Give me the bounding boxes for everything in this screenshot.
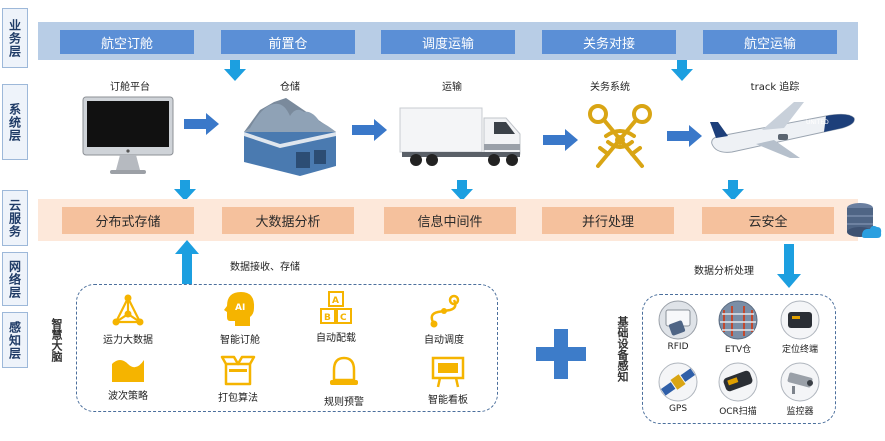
plus-icon: [536, 329, 586, 379]
flow-arrow-3: [543, 129, 578, 151]
device-camera: 监控器: [770, 362, 830, 417]
rfid-icon: [658, 300, 698, 340]
device-ocr-label: OCR扫描: [719, 407, 757, 417]
sys-label-transport: 运输: [442, 82, 462, 93]
sys-label-warehouse: 仓储: [280, 82, 300, 93]
sys-label-customs: 关务系统: [590, 82, 630, 93]
warehouse-icon: [244, 98, 336, 176]
wave-icon: [112, 360, 144, 382]
svg-text:B: B: [324, 313, 331, 323]
layer-system: 系统层: [2, 84, 28, 160]
truck-icon: [399, 107, 521, 166]
sys-label-track: track 追踪: [750, 82, 800, 93]
camera-icon: [780, 362, 820, 402]
route-icon: [430, 294, 460, 328]
airline-label: UNITED: [806, 119, 829, 126]
smart-item-dispatch: 自动调度: [404, 294, 484, 346]
cloud-big-data: 大数据分析: [222, 207, 354, 234]
ai-head-icon: AI: [224, 292, 255, 326]
smart-item-packing: 打包算法: [198, 354, 278, 404]
svg-text:AI: AI: [235, 303, 245, 313]
layer-cloud: 云服务: [2, 190, 28, 246]
smart-item-dashboard: 智能看板: [408, 356, 488, 406]
scanner-icon: [718, 362, 758, 402]
smart-item-dashboard-label: 智能看板: [428, 395, 468, 406]
device-camera-label: 监控器: [786, 407, 814, 417]
device-ocr: OCR扫描: [708, 362, 768, 417]
cloud-security: 云安全: [702, 207, 834, 234]
flow-arrow-2: [352, 119, 387, 141]
data-analysis-label: 数据分析处理: [694, 266, 754, 277]
svg-text:C: C: [340, 313, 347, 323]
bell-icon: [330, 356, 358, 385]
layer-network: 网络层: [2, 252, 28, 306]
device-gps-label: GPS: [668, 404, 688, 414]
network-icon: [112, 294, 144, 326]
monitor-icon: [82, 96, 174, 174]
layer-perception: 感知层: [2, 312, 28, 368]
arrow-down-cloud-3: [722, 180, 744, 201]
biz-air-transport: 航空运输: [703, 30, 837, 54]
device-etv-label: ETV仓: [724, 345, 752, 355]
cloud-distributed-storage: 分布式存储: [62, 207, 194, 234]
device-sensing-label: 基础设备感知: [616, 316, 629, 382]
billboard-icon: [431, 356, 465, 388]
device-rfid: RFID: [648, 300, 708, 352]
device-locator-label: 定位终端: [781, 345, 818, 355]
device-rfid-label: RFID: [667, 342, 689, 352]
devices-panel: [642, 294, 836, 424]
biz-booking: 航空订舱: [60, 30, 194, 54]
smart-brain-label: 智慧大脑: [50, 318, 63, 362]
smart-item-packing-label: 打包算法: [218, 393, 258, 404]
smart-item-dispatch-label: 自动调度: [424, 335, 464, 346]
biz-customs: 关务对接: [542, 30, 676, 54]
customs-keys-icon: [588, 104, 652, 168]
satellite-icon: [658, 362, 698, 402]
biz-dispatch: 调度运输: [381, 30, 515, 54]
smart-item-alert-label: 规则预警: [324, 397, 364, 408]
smart-item-alert: 规则预警: [304, 354, 384, 408]
device-locator: 定位终端: [770, 300, 830, 355]
box-icon: [220, 355, 256, 386]
cloud-parallel: 并行处理: [542, 207, 674, 234]
flow-arrow-4: [667, 125, 702, 147]
cloud-middleware: 信息中间件: [384, 207, 516, 234]
flow-arrow-1: [184, 113, 219, 135]
smart-item-wave: 波次策略: [88, 354, 168, 402]
arrow-up-data: [175, 240, 199, 284]
sys-label-booking: 订舱平台: [110, 82, 150, 93]
smart-item-loading-label: 自动配载: [316, 333, 356, 344]
locator-icon: [780, 300, 820, 340]
smart-item-wave-label: 波次策略: [108, 391, 148, 402]
arrow-down-cloud-1: [174, 180, 196, 201]
arrow-down-devices: [777, 244, 801, 288]
device-gps: GPS: [648, 362, 708, 414]
data-receive-label: 数据接收、存储: [230, 262, 300, 273]
layer-business: 业务层: [2, 8, 28, 68]
svg-text:A: A: [332, 296, 339, 306]
etv-warehouse-icon: [718, 300, 758, 340]
airplane-icon: UNITED: [710, 102, 855, 158]
arrow-down-air: [671, 60, 693, 81]
smart-item-capacity: 运力大数据: [88, 294, 168, 346]
arrow-down-warehouse: [224, 60, 246, 81]
smart-item-booking-label: 智能订舱: [220, 335, 260, 346]
smart-brain-panel: [76, 284, 498, 412]
database-cloud-icon: [847, 203, 882, 238]
biz-front-warehouse: 前置仓: [221, 30, 355, 54]
device-etv: ETV仓: [708, 300, 768, 355]
arrow-down-cloud-2: [451, 180, 473, 201]
smart-item-capacity-label: 运力大数据: [103, 335, 153, 346]
smart-item-booking: AI 智能订舱: [200, 290, 280, 346]
